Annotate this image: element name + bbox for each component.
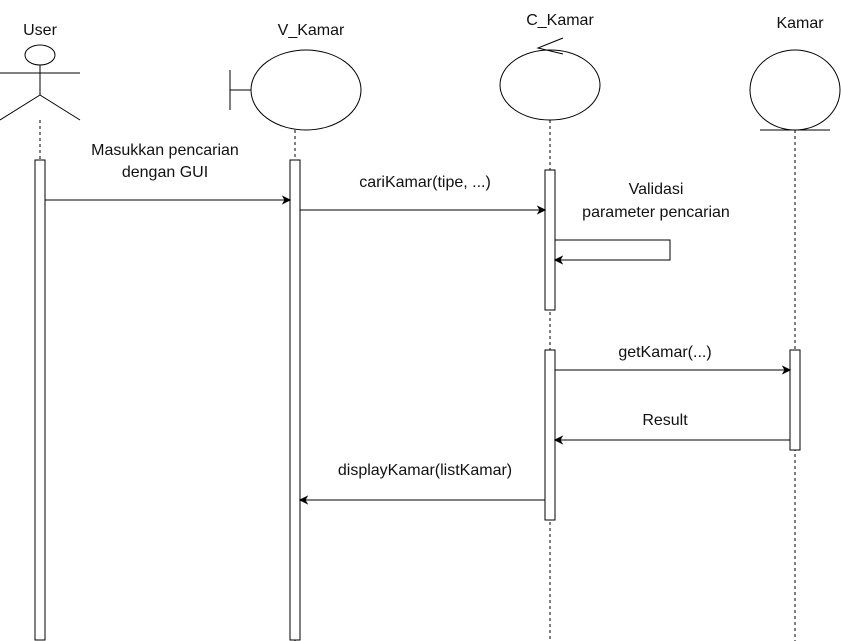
arrowhead-masukkan bbox=[281, 195, 292, 205]
boundary-icon bbox=[229, 49, 362, 131]
message-label-carikamar: cariKamar(tipe, ...) bbox=[359, 174, 491, 191]
activation-bar-v-kamar bbox=[289, 159, 301, 641]
message-arrow-validasi bbox=[555, 239, 671, 261]
arrowhead-getkamar bbox=[781, 365, 792, 375]
message-label-displaykamar: displayKamar(listKamar) bbox=[338, 462, 512, 479]
participant-label-user: User bbox=[23, 22, 57, 39]
arrowhead-result bbox=[553, 435, 564, 445]
message-label-validasi-line1: Validasi bbox=[629, 181, 684, 198]
activation-bar-kamar bbox=[789, 349, 801, 451]
message-label-getkamar: getKamar(...) bbox=[618, 344, 711, 361]
participant-label-v-kamar: V_Kamar bbox=[278, 22, 345, 39]
activation-bar-user bbox=[34, 159, 46, 641]
entity-icon bbox=[749, 49, 841, 131]
activation-bar-c-kamar-1 bbox=[544, 169, 556, 311]
message-label-masukkan-line1: Masukkan pencarian bbox=[91, 142, 239, 159]
message-label-validasi-line2: parameter pencarian bbox=[582, 204, 730, 221]
arrowhead-validasi bbox=[553, 255, 564, 265]
actor-icon bbox=[0, 44, 81, 121]
arrowhead-displaykamar bbox=[298, 495, 309, 505]
participant-label-kamar: Kamar bbox=[776, 15, 824, 32]
message-label-result: Result bbox=[642, 412, 688, 429]
message-label-masukkan-line2: dengan GUI bbox=[122, 164, 208, 181]
arrowhead-carikamar bbox=[536, 205, 547, 215]
participant-label-c-kamar: C_Kamar bbox=[526, 12, 594, 29]
activation-bar-c-kamar-2 bbox=[544, 349, 556, 521]
control-icon bbox=[499, 37, 601, 121]
